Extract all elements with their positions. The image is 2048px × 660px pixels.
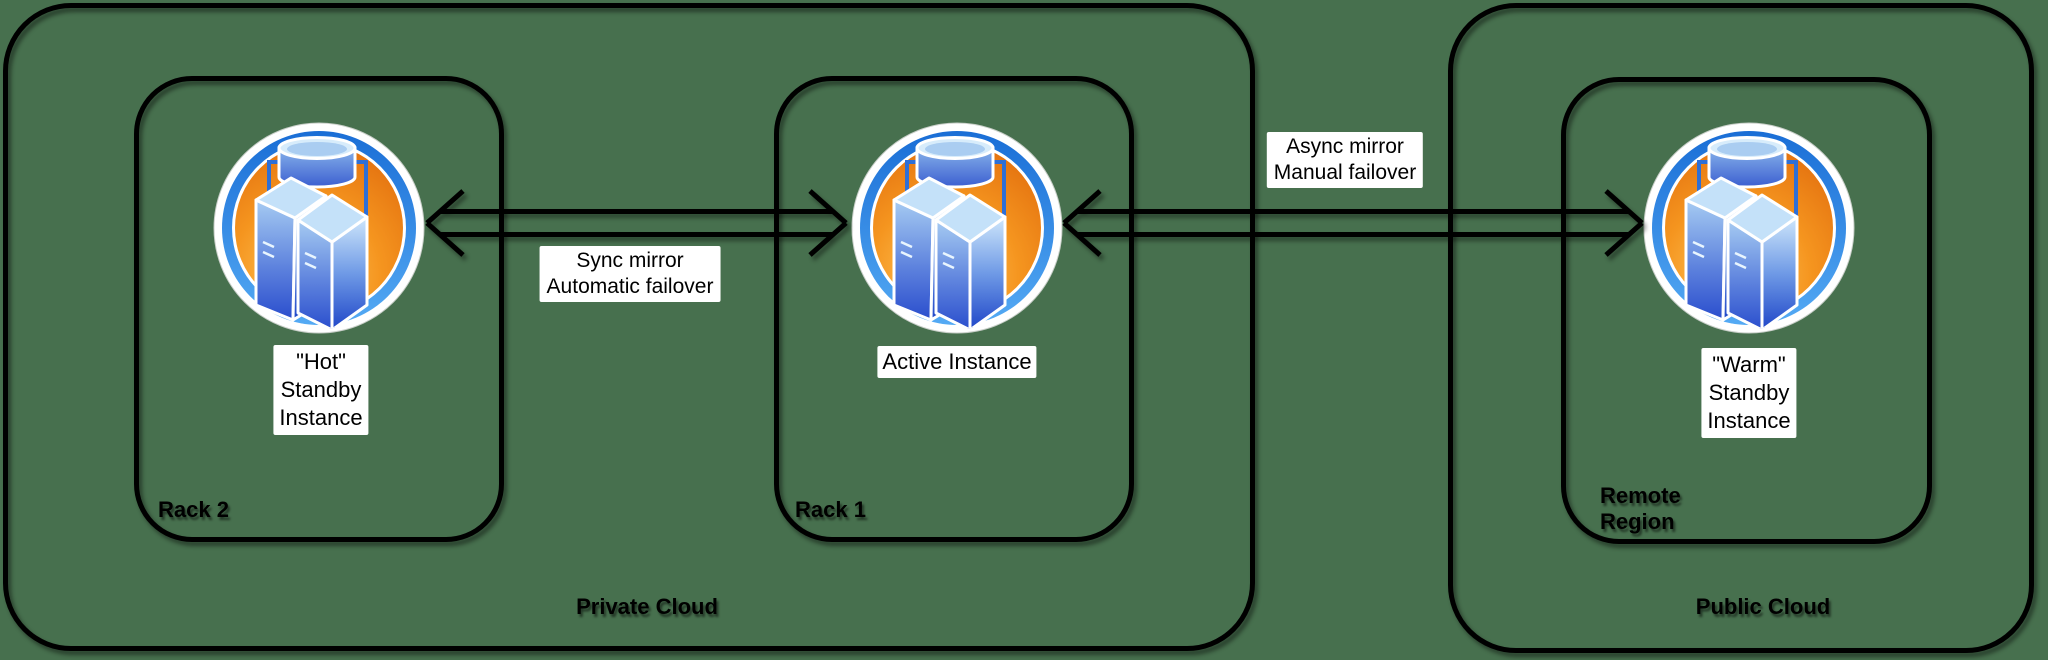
rack2-label: Rack 2 <box>158 497 229 522</box>
rack1-box <box>774 76 1134 542</box>
hot-standby-label-line1: "Hot" <box>296 349 346 374</box>
remote-region-box <box>1561 77 1932 544</box>
hot-standby-label-line3: Instance <box>279 405 363 430</box>
public-cloud-label: Public Cloud <box>1695 594 1831 619</box>
async-mirror-label-line2: Manual failover <box>1273 161 1417 184</box>
public-cloud-box <box>1448 3 2034 653</box>
active-instance-label: Active Instance <box>877 346 1037 378</box>
warm-standby-label-line1: "Warm" <box>1712 352 1786 377</box>
remote-region-label: Remote Region <box>1600 483 1681 535</box>
warm-standby-label-line2: Standby <box>1708 380 1790 405</box>
sync-mirror-label: Sync mirror Automatic failover <box>539 246 721 302</box>
warm-standby-database-servers-icon <box>1643 122 1855 334</box>
hot-standby-database-servers-icon <box>213 122 425 334</box>
remote-region-label-line2: Region <box>1600 509 1675 534</box>
hot-standby-label: "Hot" Standby Instance <box>273 345 369 435</box>
active-database-servers-icon <box>851 122 1063 334</box>
async-mirror-label-line1: Async mirror <box>1286 135 1404 158</box>
remote-region-label-line1: Remote <box>1600 483 1681 508</box>
sync-mirror-label-line1: Sync mirror <box>576 249 684 272</box>
warm-standby-label: "Warm" Standby Instance <box>1701 348 1797 438</box>
rack1-label: Rack 1 <box>795 497 866 522</box>
private-cloud-label: Private Cloud <box>576 594 718 619</box>
rack2-box <box>134 76 504 542</box>
private-cloud-box <box>3 3 1255 651</box>
sync-mirror-label-line2: Automatic failover <box>546 275 714 298</box>
async-mirror-label: Async mirror Manual failover <box>1266 132 1424 188</box>
warm-standby-label-line3: Instance <box>1707 408 1791 433</box>
hot-standby-label-line2: Standby <box>280 377 362 402</box>
